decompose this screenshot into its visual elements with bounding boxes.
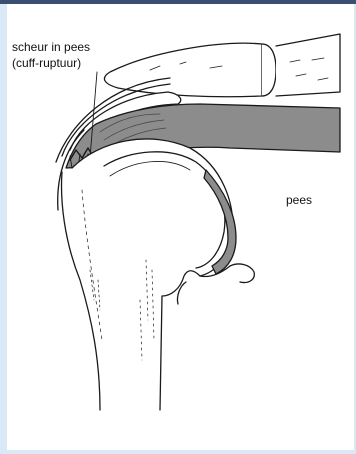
- tendon-label: pees: [286, 193, 312, 208]
- tear-label-line2: (cuff-ruptuur): [12, 56, 81, 71]
- tear-label-line1: scheur in pees: [12, 40, 90, 55]
- acromion-bone: [104, 34, 340, 97]
